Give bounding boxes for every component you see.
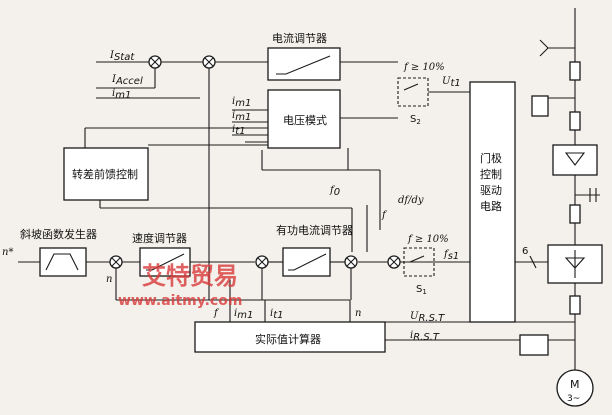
- bus-im1-label: im1: [234, 308, 253, 321]
- i-m1-star2-label: im1: [232, 110, 251, 123]
- bus-n-label: n: [355, 308, 361, 319]
- watermark-url: www.aitmy.com: [118, 293, 242, 309]
- n-feedback-label: n: [106, 274, 112, 285]
- summing-junctions: [109, 55, 401, 269]
- motor-label: M: [570, 378, 580, 391]
- actual-value-calculator-block: [194, 321, 386, 353]
- ramp-generator-block: [39, 247, 87, 277]
- u-t1-label: Ut1: [442, 76, 461, 89]
- gate-driver-label-1: 门极: [480, 151, 502, 165]
- bus-it1-label: it1: [270, 308, 284, 321]
- gate-driver-label-3: 驱动: [480, 184, 502, 197]
- slip-feedforward-label: 转差前馈控制: [72, 167, 138, 181]
- s2-label: S2: [410, 114, 421, 126]
- signal-wires: [18, 8, 600, 370]
- i-m1-input-label: im1: [112, 88, 131, 101]
- i-t1-star-label: it1: [232, 124, 246, 137]
- gate-driver-label-4: 电路: [480, 200, 502, 213]
- active-current-regulator-block: [282, 247, 331, 277]
- bus-f-label: f: [213, 308, 220, 319]
- i-stat-label: IStat: [109, 50, 135, 63]
- switch-s1: [403, 247, 435, 277]
- slip-feedforward-block: [63, 147, 149, 201]
- speed-regulator-label: 速度调节器: [132, 231, 187, 245]
- f0-label: f0: [329, 185, 340, 198]
- i-rst-label: iR.S.T: [410, 330, 440, 343]
- condition-s1-label: f ≥ 10%: [407, 234, 449, 245]
- switch-s2: [397, 77, 470, 107]
- i-accel-label: IAccel: [111, 74, 143, 87]
- watermark-brand: 艾特贸易: [142, 262, 238, 290]
- condition-s2-label: f ≥ 10%: [403, 62, 445, 73]
- n-star-label: n*: [2, 247, 13, 258]
- ramp-generator-label: 斜坡函数发生器: [20, 227, 97, 241]
- motor-symbol: [556, 369, 594, 407]
- sensor-box: [519, 334, 549, 356]
- s1-label: S1: [416, 284, 427, 296]
- line-components: [531, 39, 597, 315]
- motor-phase-label: 3~: [567, 394, 580, 404]
- gate-driver-label-2: 控制: [480, 167, 502, 181]
- u-rst-label: UR.S.T: [410, 311, 445, 324]
- actual-value-calculator-label: 实际值计算器: [255, 332, 321, 346]
- f-label: f: [381, 210, 388, 221]
- current-regulator-block: [267, 47, 341, 81]
- watermark: 艾特贸易 www.aitmy.com: [118, 262, 242, 309]
- voltage-model-label: 电压模式: [283, 114, 327, 127]
- current-regulator-label: 电流调节器: [272, 31, 327, 45]
- voltage-model-block: [267, 89, 341, 149]
- speed-regulator-block: [139, 247, 191, 277]
- df-dy-label: df/dy: [398, 195, 424, 206]
- f-s1-label: fs1: [443, 249, 459, 262]
- inverter-bridge: [547, 244, 603, 284]
- active-current-regulator-label: 有功电流调节器: [276, 223, 353, 237]
- gate-driver-block: [469, 81, 516, 323]
- bus-six-label: 6: [522, 246, 528, 257]
- rectifier-bridge: [552, 144, 598, 176]
- i-m1-star-label: im1: [232, 96, 251, 109]
